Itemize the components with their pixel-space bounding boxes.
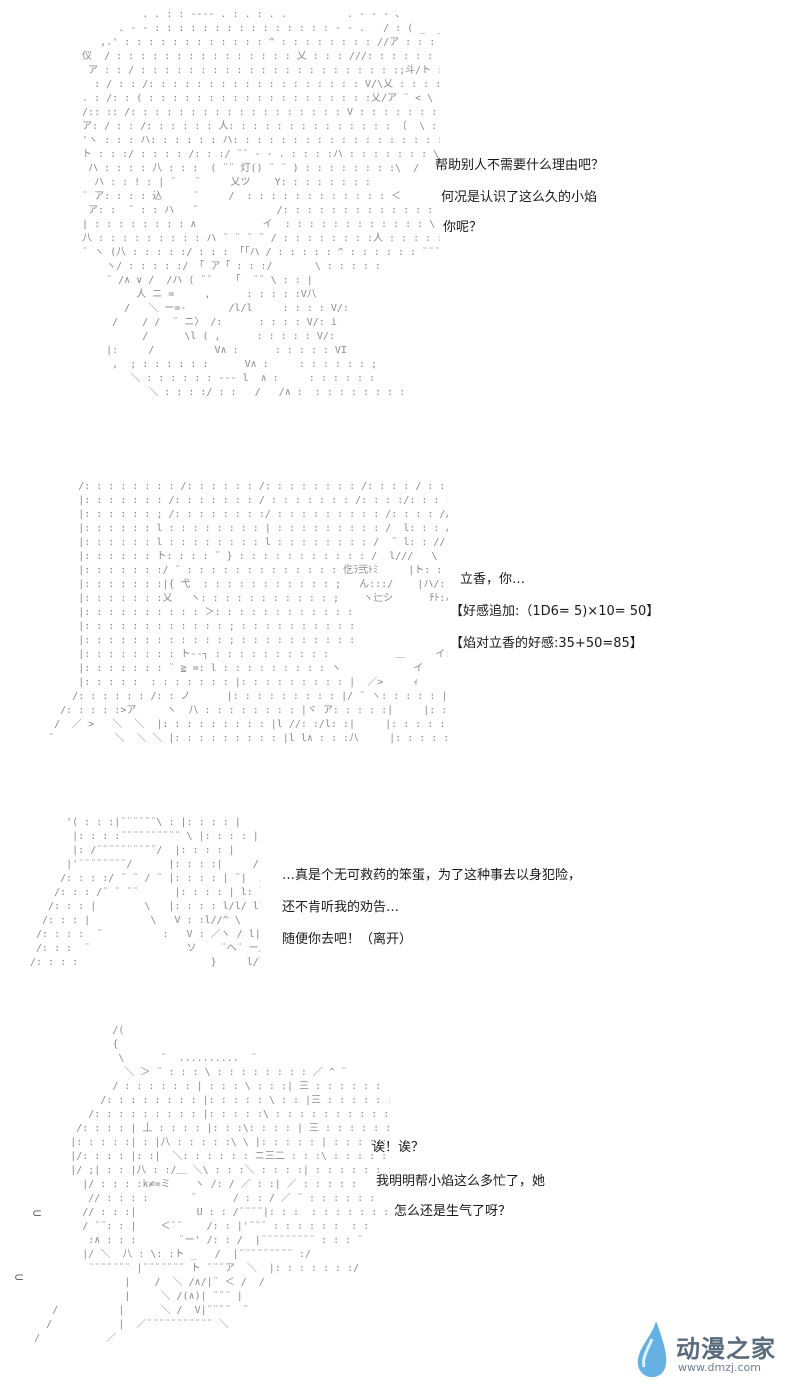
ascii-art-character-2: /: : : : : : : : /: : : : : : /: : : : :… <box>48 481 448 744</box>
dialog-line: 你呢？ <box>443 220 483 235</box>
dialog-line: 我明明帮小焰这么多忙了，她 <box>376 1174 546 1189</box>
dialog-text-3: …真是个无可救药的笨蛋，为了这种事去以身犯险， 还不肯听我的劝告… 随便你去吧！… <box>282 868 622 958</box>
dialog-line: 帮助别人不需要什么理由吧？ <box>435 158 605 173</box>
ascii-art-character-3: '( : : :|¨¨¨¨¨¨\ : |: : : : | , |: : : :… <box>30 817 260 968</box>
dialog-line: 诶！诶？ <box>372 1140 425 1155</box>
ascii-art-character-4: /( { \ ¨ .......... ¨ ＼ ＞ ¨ : : : \ : : … <box>34 1025 390 1344</box>
dialog-text-1: 帮助别人不需要什么理由吧？ 何况是认识了这么久的小焰 你呢？ <box>435 158 675 238</box>
panel-3: '( : : :|¨¨¨¨¨¨\ : |: : : : | , |: : : :… <box>0 800 800 1000</box>
panel-4: /( { \ ¨ .......... ¨ ＼ ＞ ¨ : : : \ : : … <box>0 1000 800 1389</box>
dialog-line: 【好感追加:（1D6= 5)×10= 50】 <box>450 604 660 619</box>
panel-2: /: : : : : : : : /: : : : : : /: : : : :… <box>0 460 800 800</box>
dialog-line: …真是个无可救药的笨蛋，为了这种事去以身犯险， <box>282 868 582 883</box>
ascii-art-character-1: . . : : ---- . : . : . . . - - ‐ 、 . - ‐… <box>82 9 440 398</box>
dialog-line: 立香，你… <box>460 572 526 587</box>
dialog-line: 还不肯听我的劝告… <box>282 900 400 915</box>
panel-1: . . : : ---- . : . : . . . - - ‐ 、 . - ‐… <box>0 0 800 460</box>
watermark-url: www.dmzj.com <box>678 1361 761 1374</box>
speech-mark-left-1: ⊂ <box>32 1206 43 1220</box>
watermark-logo: 动漫之家 www.dmzj.com <box>630 1319 790 1383</box>
dialog-line: 怎么还是生气了呀？ <box>394 1204 512 1219</box>
dialog-line: 随便你去吧！（离开） <box>282 932 413 947</box>
dialog-line: 何况是认识了这么久的小焰 <box>441 190 598 205</box>
watermark-name: 动漫之家 <box>676 1335 776 1363</box>
dialog-text-4: 诶！诶？ 我明明帮小焰这么多忙了，她 怎么还是生气了呀？ <box>372 1140 592 1230</box>
dialog-text-2: 立香，你… 【好感追加:（1D6= 5)×10= 50】 【焰对立香的好感:35… <box>450 572 690 662</box>
speech-mark-left-2: ⊂ <box>14 1270 25 1284</box>
dialog-line: 【焰对立香的好感:35+50=85】 <box>450 636 643 651</box>
water-drop-icon <box>637 1321 667 1378</box>
